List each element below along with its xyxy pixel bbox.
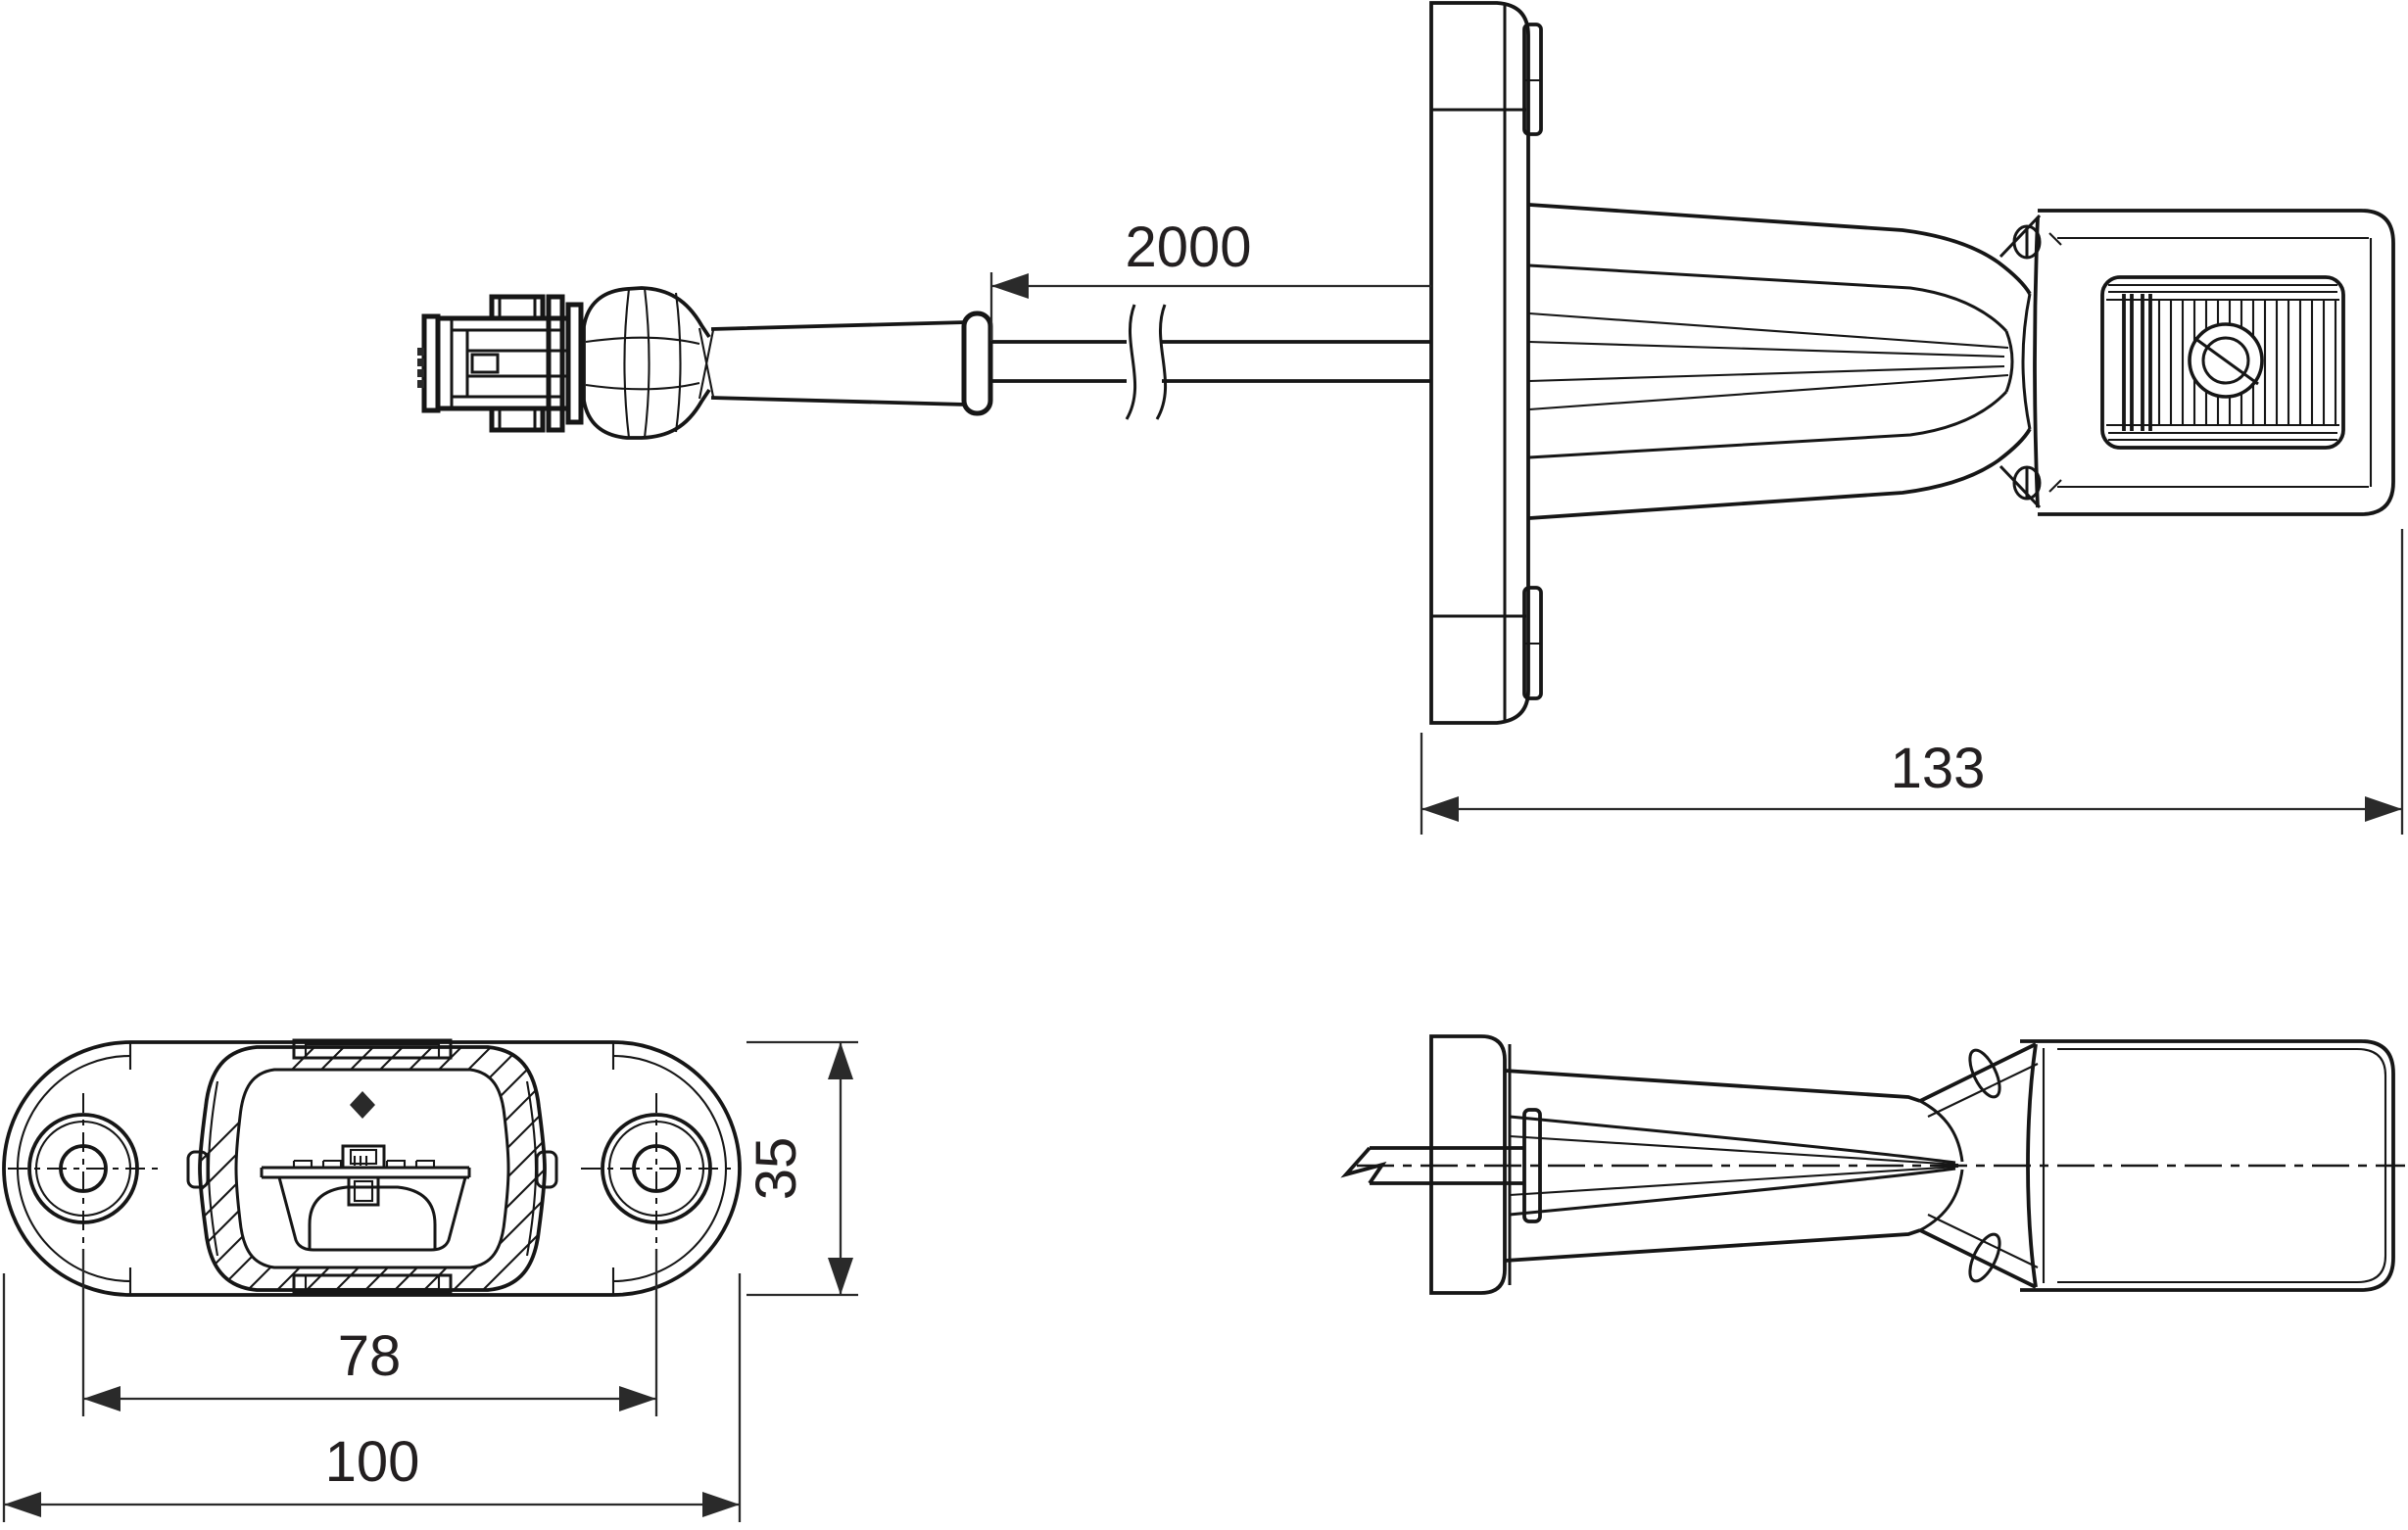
dim-hole-spacing-value: 78 [338,1324,402,1388]
lamp-head-top-view [2012,209,2395,516]
dim-base-length: 100 [2,1273,742,1522]
lens-top-view [2100,275,2345,450]
mounting-hole-left [8,1093,159,1244]
cable-sleeve [710,311,993,416]
side-view-drawing [1340,1034,2405,1295]
dim-cable-length-value: 2000 [1125,215,1251,279]
cable-stub [1340,1146,1524,1185]
dim-overall-length-value: 133 [1891,737,1986,800]
connector-plug [417,294,584,433]
mounting-hole-right [581,1093,732,1244]
lens-diamond-mark [350,1091,375,1119]
funnel-side-view [1504,1042,2039,1289]
funnel-top-view [1528,203,2042,520]
front-view-drawing [2,1038,742,1297]
cable-boot [582,286,715,440]
cable [990,304,1431,420]
dim-overall-length: 133 [1420,529,2404,835]
flange-side-view [1429,1034,1542,1295]
dim-base-length-value: 100 [325,1430,420,1494]
lamp-head-side-view [2020,1039,2395,1292]
dim-hole-spacing: 78 [81,1249,658,1416]
dim-base-height-value: 35 [745,1137,808,1201]
top-view-drawing [417,1,2395,725]
dim-base-height: 35 [745,1040,858,1297]
flange-top-view [1429,1,1543,725]
dim-cable-length: 2000 [989,215,1431,341]
